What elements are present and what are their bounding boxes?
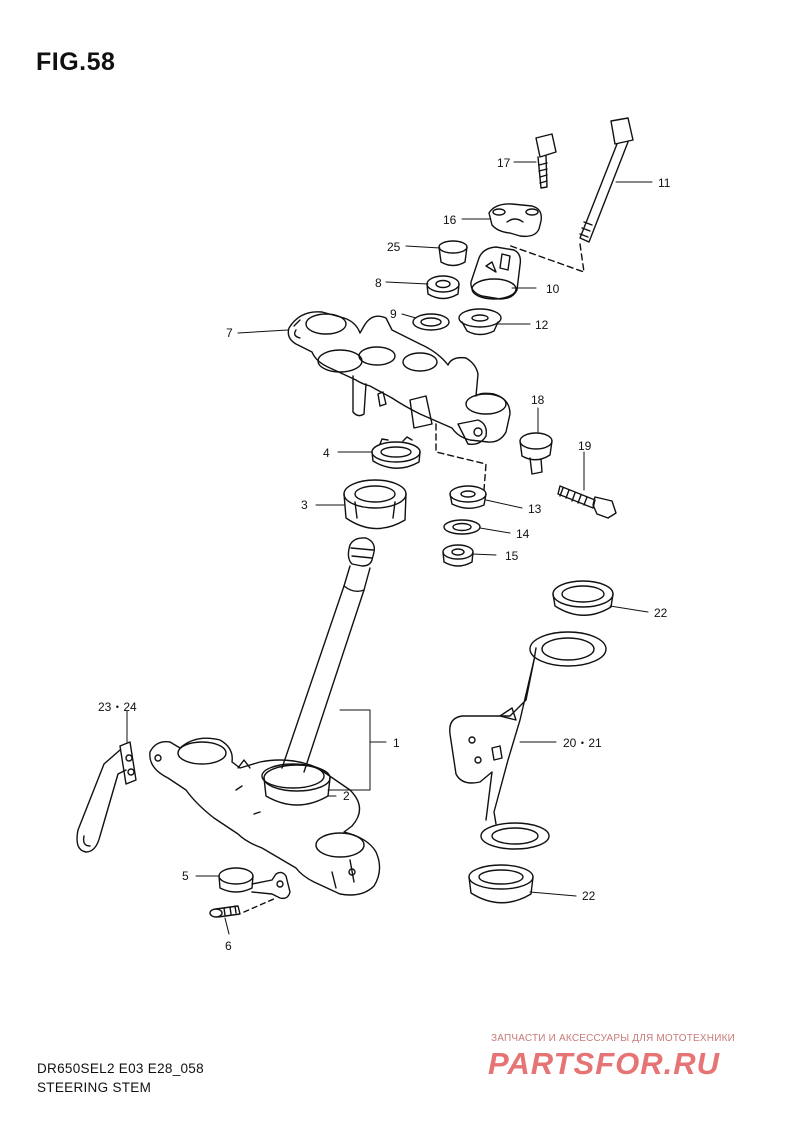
callout-8: 8 — [375, 276, 382, 290]
part-4-lock-nut — [371, 436, 421, 469]
part-22-seal-lower — [468, 864, 534, 904]
part-14-washer — [443, 519, 481, 535]
part-22-seal-upper — [552, 580, 614, 616]
model-code: DR650SEL2 E03 E28_058 — [37, 1061, 204, 1076]
part-16-upper-clamp — [488, 203, 542, 238]
callout-23-24: 23・24 — [98, 700, 137, 714]
callout-11: 11 — [658, 176, 671, 190]
part-2-lower-bearing — [261, 763, 325, 789]
part-8-nut — [426, 275, 460, 300]
callout-12: 12 — [535, 318, 549, 332]
callout-18: 18 — [531, 393, 545, 407]
callout-9: 9 — [390, 307, 397, 321]
part-15-nut — [442, 544, 474, 567]
part-20-21-bracket — [449, 631, 607, 850]
callout-13: 13 — [528, 502, 542, 516]
part-13-bush — [449, 485, 487, 509]
watermark-logo: PARTSFOR.RU — [488, 1046, 721, 1081]
part-1-steering-stem — [149, 537, 381, 896]
part-5-grommet — [218, 867, 291, 900]
callout-22-lower: 22 — [582, 889, 596, 903]
callout-4: 4 — [323, 446, 330, 460]
part-25-cap — [438, 240, 468, 267]
callout-25: 25 — [387, 240, 401, 254]
part-11-guide-line — [507, 243, 585, 273]
part-11-long-bolt — [579, 117, 634, 243]
figure-title: FIG.58 — [36, 48, 116, 76]
part-19-bolt — [557, 485, 617, 519]
part-6-screw — [209, 905, 241, 918]
callout-14: 14 — [516, 527, 530, 541]
callout-15: 15 — [505, 549, 519, 563]
callout-2: 2 — [343, 789, 350, 803]
part-10-lower-holder — [470, 246, 522, 300]
part-12-cushion — [458, 308, 502, 336]
callout-22-upper: 22 — [654, 606, 668, 620]
callout-17: 17 — [497, 156, 511, 170]
section-name: STEERING STEM — [37, 1080, 152, 1095]
callout-6: 6 — [225, 939, 232, 953]
callout-labels: 17 11 16 25 8 10 9 12 7 18 4 19 3 13 14 … — [98, 156, 671, 953]
leader-lines — [126, 161, 653, 935]
callout-16: 16 — [443, 213, 457, 227]
part-9-washer — [412, 313, 450, 331]
callout-3: 3 — [301, 498, 308, 512]
callout-7: 7 — [226, 326, 233, 340]
part-3-bearing — [343, 479, 407, 530]
part-6-guide-line — [243, 897, 277, 913]
callout-1: 1 — [393, 736, 400, 750]
part-18-clamp — [519, 432, 553, 475]
part-13-guide-line — [435, 423, 487, 491]
part-23-24-hose-guide — [76, 741, 137, 853]
callout-19: 19 — [578, 439, 592, 453]
callout-10: 10 — [546, 282, 560, 296]
part-7-upper-bracket — [287, 311, 511, 446]
callout-20-21: 20・21 — [563, 736, 602, 750]
part-17-bolt — [535, 133, 557, 189]
callout-5: 5 — [182, 869, 189, 883]
watermark-tagline: ЗАПЧАСТИ И АКСЕССУАРЫ ДЛЯ МОТОТЕХНИКИ — [491, 1033, 736, 1044]
